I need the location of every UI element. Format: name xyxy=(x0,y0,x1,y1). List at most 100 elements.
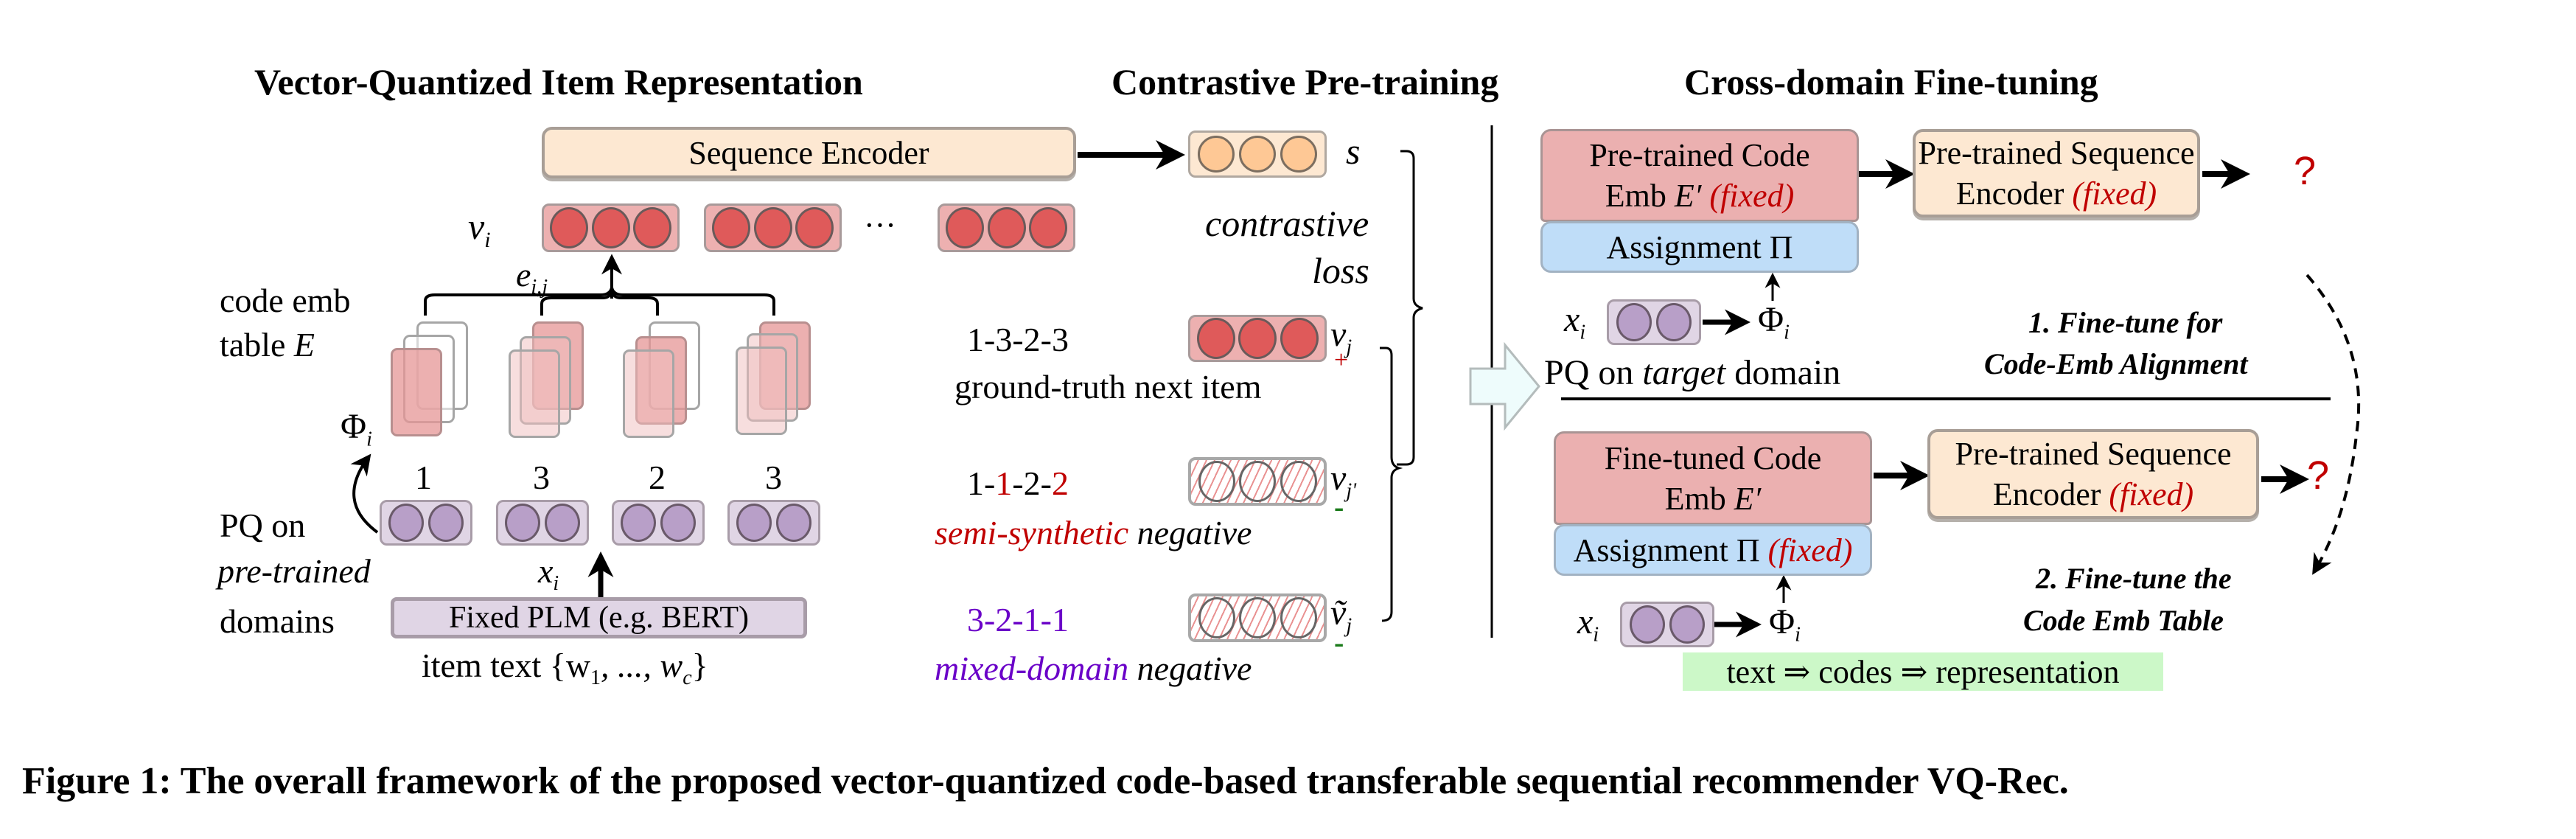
positive-code-sequence: 1-3-2-3 xyxy=(967,323,1069,357)
stage1-output-question: ? xyxy=(2294,149,2317,193)
box-line: Pre-trained Sequence xyxy=(1918,135,2195,171)
vector-cell xyxy=(505,504,541,542)
E-symbol: E xyxy=(293,326,315,363)
vector-cell xyxy=(712,207,751,248)
x-subscript: i xyxy=(553,572,559,596)
mixed-domain-label: mixed-domain negative xyxy=(935,652,1252,686)
code-index: 2 xyxy=(649,459,666,496)
mixed-domain-term: mixed-domain xyxy=(935,650,1129,687)
vector-cell xyxy=(427,504,464,542)
vector-cell xyxy=(1616,303,1652,341)
item-vector xyxy=(938,203,1075,252)
code-part: -2- xyxy=(1012,464,1052,502)
semi-synthetic-vector-label: vj' xyxy=(1330,461,1356,502)
e-symbol: e xyxy=(516,256,531,293)
vector-cell xyxy=(1239,136,1276,173)
E-prime-symbol: E′ xyxy=(1734,480,1762,517)
code-emb-brace xyxy=(424,287,775,316)
phi-subscript: i xyxy=(1784,321,1790,344)
vector-cell xyxy=(1239,461,1276,502)
phi-subscript: i xyxy=(366,428,372,451)
vector-cell xyxy=(1630,605,1665,644)
stage1-x-label: xi xyxy=(1564,302,1585,344)
vector-cell xyxy=(660,504,696,542)
w1-subscript: 1 xyxy=(590,666,601,690)
v-tilde-symbol: ṽ xyxy=(1330,593,1347,633)
stage1-assignment-box: Assignment Π xyxy=(1540,221,1859,273)
code-index: 3 xyxy=(765,459,782,496)
v-symbol: v xyxy=(1330,459,1347,498)
vector-cell xyxy=(1669,605,1705,644)
vector-cell xyxy=(987,207,1026,248)
item-text-close: } xyxy=(691,647,708,684)
vector-cell xyxy=(795,207,834,248)
mixed-domain-negative-vector xyxy=(1188,593,1327,642)
code-part: 1- xyxy=(967,464,996,502)
stage1-pq-target-label: PQ on target domain xyxy=(1544,355,1840,391)
e-subscript: i,j xyxy=(531,276,548,299)
transfer-arrow xyxy=(1469,341,1540,431)
x-symbol: x xyxy=(1577,602,1594,641)
stage2-output-question: ? xyxy=(2307,453,2330,498)
item-vector xyxy=(704,203,842,252)
phi-subscript: i xyxy=(1795,623,1801,647)
item-text-label: item text {w1, ..., wc} xyxy=(422,649,708,689)
phi-symbol: Φ xyxy=(1758,300,1784,339)
positive-item-vector xyxy=(1188,315,1327,362)
contrastive-loss-line1: contrastive xyxy=(1205,203,1369,244)
vector-cell xyxy=(753,207,792,248)
item-text-prefix: item text {w xyxy=(422,647,591,684)
phi-label: Φi xyxy=(341,409,372,450)
code-emb-table-label-line2: table E xyxy=(220,328,315,362)
code-part-replaced: 1 xyxy=(995,464,1013,502)
stage2-step-line1: 2. Fine-tune the xyxy=(2036,562,2232,595)
code-emb-table-label-line1: code emb xyxy=(220,282,351,319)
semi-synthetic-code-sequence: 1-1-2-2 xyxy=(967,467,1069,501)
stage2-pq-vector xyxy=(1620,602,1714,647)
stage1-step-line2: Code-Emb Alignment xyxy=(1984,347,2248,380)
sequence-representation xyxy=(1188,130,1327,178)
code-part: -3-2-3 xyxy=(984,321,1069,358)
negative-term: negative xyxy=(1128,650,1252,687)
section-title-contrastive: Contrastive Pre-training xyxy=(1111,61,1499,102)
box-line: Assignment Π xyxy=(1573,532,1768,568)
pq-label-line3: domains xyxy=(220,602,335,640)
pipeline-banner: text ⇒ codes ⇒ representation xyxy=(1683,652,2163,691)
v-subscript: j xyxy=(1346,335,1352,359)
code-embedding-label: ei,j xyxy=(516,258,548,298)
negatives-brace xyxy=(1380,347,1403,622)
fixed-tag: (fixed) xyxy=(1767,532,1853,568)
pq-label-line2: pre-trained xyxy=(217,552,371,590)
semi-synthetic-negative-vector xyxy=(1188,457,1327,506)
semi-synthetic-label: semi-synthetic negative xyxy=(935,516,1252,550)
fixed-plm-box: Fixed PLM (e.g. BERT) xyxy=(391,597,807,638)
negative-term: negative xyxy=(1128,514,1252,551)
v-symbol: v xyxy=(468,206,485,247)
E-prime-symbol: E′ xyxy=(1674,178,1702,214)
vector-cell xyxy=(1198,136,1235,173)
table-text: table xyxy=(220,326,294,363)
x-subscript: i xyxy=(1593,623,1599,647)
item-vector xyxy=(542,203,680,252)
mixed-domain-vector-label: ṽj xyxy=(1330,596,1352,637)
vector-cell xyxy=(1280,136,1317,173)
stage2-phi-label: Φi xyxy=(1769,605,1801,646)
item-vector-label: vi xyxy=(468,208,491,251)
vector-cell xyxy=(1656,303,1692,341)
v-symbol: v xyxy=(1330,315,1347,354)
code-card xyxy=(509,349,560,438)
pq-suffix: domain xyxy=(1725,353,1841,392)
pq-prefix: PQ on xyxy=(1544,353,1643,392)
section-title-finetune: Cross-domain Fine-tuning xyxy=(1684,61,2098,102)
pq-curve-arrow xyxy=(350,453,379,534)
box-line: Encoder xyxy=(1992,476,2109,512)
box-line: Emb xyxy=(1664,480,1734,517)
section-title-vq: Vector-Quantized Item Representation xyxy=(254,61,863,102)
fixed-tag: (fixed) xyxy=(1709,178,1795,214)
sequence-encoder-box: Sequence Encoder xyxy=(542,127,1076,178)
contrastive-brace xyxy=(1397,150,1423,466)
target-term: target xyxy=(1642,353,1726,392)
pq-subvector xyxy=(380,500,472,546)
